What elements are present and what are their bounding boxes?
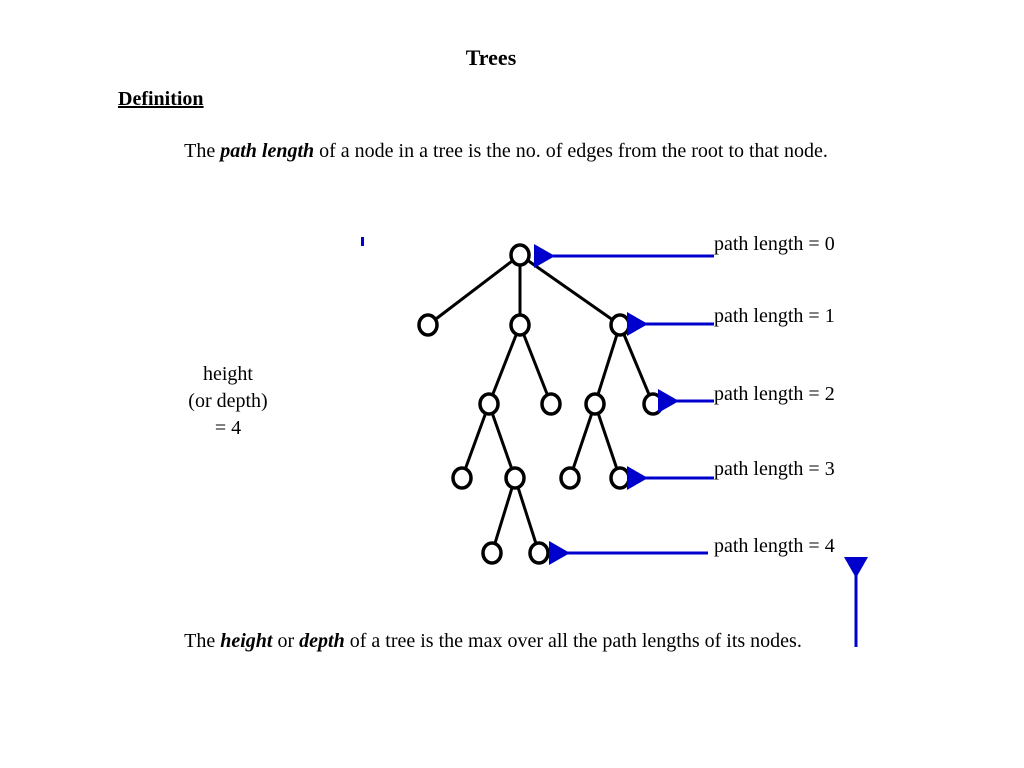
tree-edge bbox=[568, 403, 597, 479]
tree-node bbox=[528, 541, 550, 565]
tree-node bbox=[481, 541, 503, 565]
tree-edge bbox=[427, 253, 521, 327]
tree-edge bbox=[593, 403, 622, 479]
level-label-4: path length = 4 bbox=[714, 535, 835, 557]
tree-node bbox=[509, 313, 531, 337]
definition-text: of a node in a tree is the no. of edges … bbox=[314, 140, 828, 162]
term-path-length: path length bbox=[220, 140, 315, 162]
tree-node bbox=[609, 466, 631, 490]
tree-node bbox=[609, 313, 631, 337]
height-label-line: height bbox=[203, 363, 253, 385]
tree-edge bbox=[518, 324, 553, 405]
tree-edges bbox=[427, 253, 655, 554]
tree-edge bbox=[593, 324, 622, 405]
tree-node bbox=[509, 243, 531, 267]
level-label-2: path length = 2 bbox=[714, 383, 835, 405]
tree-edge bbox=[490, 477, 517, 554]
tree-edge bbox=[487, 403, 517, 479]
tree-node bbox=[478, 392, 500, 416]
definition-text: The bbox=[184, 140, 221, 162]
definition-text: or bbox=[272, 630, 300, 652]
tree-node bbox=[584, 392, 606, 416]
term-depth: depth bbox=[299, 630, 345, 652]
tree-edge bbox=[487, 324, 522, 405]
height-definition: The height or depth of a tree is the max… bbox=[0, 630, 986, 653]
height-label-line: (or depth) bbox=[188, 390, 268, 412]
definition-text: of a tree is the max over all the path l… bbox=[344, 630, 802, 652]
page-title: Trees bbox=[465, 45, 517, 70]
tree-node bbox=[451, 466, 473, 490]
tree-node bbox=[540, 392, 562, 416]
tree-node bbox=[642, 392, 664, 416]
tree-node bbox=[559, 466, 581, 490]
height-label-line: = 4 bbox=[214, 417, 242, 439]
tree-node bbox=[504, 466, 526, 490]
tree-edge bbox=[519, 253, 621, 327]
level-label-1: path length = 1 bbox=[714, 305, 835, 327]
stray-mark bbox=[361, 237, 364, 246]
path-length-definition: The path length of a node in a tree is t… bbox=[0, 140, 1012, 163]
level-label-3: path length = 3 bbox=[714, 458, 835, 480]
height-label: height (or depth) = 4 bbox=[158, 361, 298, 442]
term-height: height bbox=[220, 630, 273, 652]
tree-node bbox=[417, 313, 439, 337]
tree-edge bbox=[513, 477, 541, 554]
tree-edge bbox=[618, 324, 655, 405]
tree-edge bbox=[460, 403, 491, 479]
tree-nodes bbox=[417, 243, 664, 565]
definition-text: The bbox=[184, 630, 221, 652]
level-label-0: path length = 0 bbox=[714, 233, 835, 255]
section-heading: Definition bbox=[118, 88, 204, 110]
level-arrows bbox=[534, 244, 868, 647]
